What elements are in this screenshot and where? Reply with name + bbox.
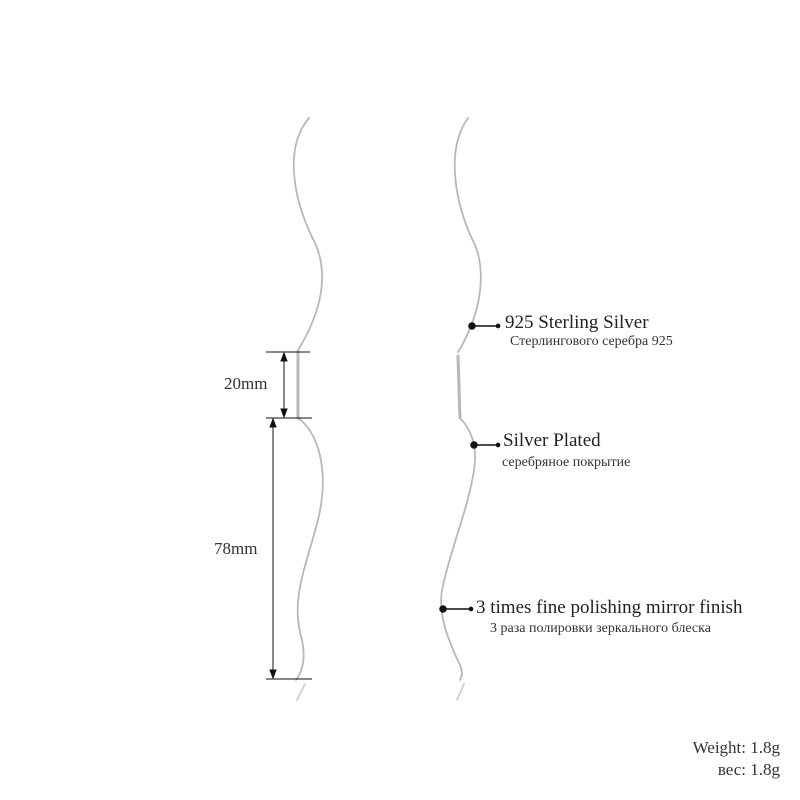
feature-3-label-ru: 3 раза полировки зеркального блеска — [490, 621, 711, 636]
feature-2-label-en: Silver Plated — [503, 430, 601, 451]
weight-label-ru: вес: 1.8g — [717, 760, 780, 779]
right-wire-tip — [456, 683, 465, 701]
dim-upper-arrow-head-bottom — [280, 408, 288, 419]
callout-end-1 — [495, 323, 501, 329]
feature-3-label-en: 3 times fine polishing mirror finish — [476, 597, 743, 618]
dim-lower-arrow-head-top — [269, 417, 277, 428]
right-hook-wire — [453, 117, 482, 353]
weight-label-en: Weight: 1.8g — [692, 738, 780, 757]
left-wire-tip — [296, 683, 306, 701]
callout-dot-1 — [468, 322, 476, 330]
left-lower-wire — [295, 417, 324, 681]
callout-end-3 — [468, 606, 474, 612]
dimension-label-upper: 20mm — [224, 374, 268, 393]
left-hook-wire — [292, 117, 323, 353]
left-earring — [292, 117, 324, 701]
callouts — [439, 322, 501, 613]
feature-1-label-en: 925 Sterling Silver — [505, 312, 649, 333]
right-earring — [440, 117, 482, 701]
dimension-markers — [266, 351, 312, 680]
callout-dot-3 — [439, 605, 447, 613]
dimension-label-lower: 78mm — [214, 539, 258, 558]
dim-lower-arrow-head-bottom — [269, 669, 277, 680]
right-post — [456, 354, 462, 420]
callout-end-2 — [495, 442, 501, 448]
feature-1-label-ru: Стерлингового серебра 925 — [510, 334, 673, 349]
right-lower-wire — [440, 417, 476, 681]
feature-2-label-ru: серебряное покрытие — [502, 455, 631, 470]
dim-upper-arrow-head-top — [280, 351, 288, 362]
callout-dot-2 — [470, 441, 478, 449]
